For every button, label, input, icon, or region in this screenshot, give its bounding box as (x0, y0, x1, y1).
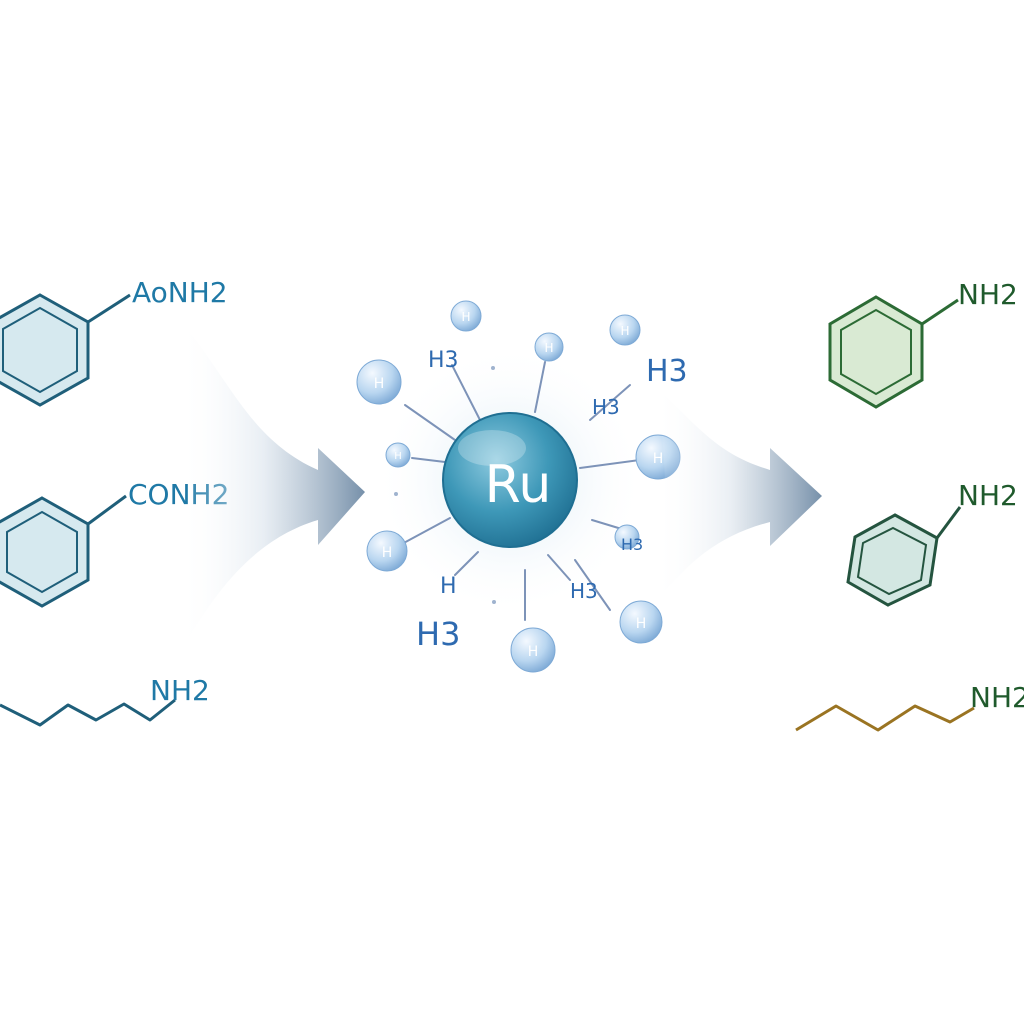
svg-text:H: H (374, 376, 385, 392)
product-2-label: NH2 (958, 479, 1018, 512)
reactant-1-bond (87, 293, 131, 324)
reactant-1: AoNH2 (0, 276, 228, 407)
svg-text:H: H (461, 310, 470, 324)
catalyst-cluster: H H H H H H H H (356, 300, 688, 673)
reactant-2-inner-ring (6, 510, 78, 594)
svg-text:H: H (528, 644, 539, 660)
reaction-arrow-right (655, 385, 822, 600)
product-2: NH2 (846, 479, 1018, 607)
svg-text:H: H (636, 616, 647, 632)
ruthenium-highlight (458, 430, 526, 466)
catalyst-dots (394, 366, 496, 604)
product-3: NH2 (795, 681, 1024, 732)
h-bubble: H (619, 600, 663, 644)
h-bubble: H (534, 332, 564, 362)
reaction-arrow-right-body (655, 385, 822, 600)
h-bubble: H (609, 314, 641, 346)
h-bubble: H (450, 300, 482, 332)
h3-label: H3 (416, 615, 460, 653)
product-1-ring (828, 295, 924, 409)
product-2-bond (935, 506, 962, 539)
svg-text:H: H (382, 545, 393, 561)
ruthenium-sphere (442, 412, 578, 548)
product-1-bond (921, 298, 959, 326)
h-bubble: H (510, 627, 556, 673)
reactant-1-ring (0, 293, 90, 407)
reactant-1-inner-ring (2, 306, 78, 394)
h-bubble (614, 524, 640, 550)
h-bubble: H (356, 359, 402, 405)
h-bubble: H (366, 530, 408, 572)
catalyst-label: Ru (485, 455, 552, 515)
product-2-inner-ring (856, 526, 928, 596)
reaction-arrow-left (180, 320, 365, 650)
product-1: NH2 (828, 278, 1018, 409)
reactant-3-chain (0, 698, 176, 727)
svg-text:H: H (620, 324, 629, 338)
product-group: NH2 NH2 NH2 (795, 278, 1024, 732)
h3-label: H3 (428, 348, 459, 373)
h3-label: H3 (621, 535, 643, 554)
reactant-2-bond (87, 494, 127, 526)
h3-label: H3 (646, 354, 688, 389)
svg-text:H: H (653, 451, 664, 467)
h3-label: H3 (570, 579, 598, 603)
h-bubble: H (385, 442, 411, 468)
svg-text:H: H (544, 341, 553, 355)
catalyst-spokes (399, 361, 641, 621)
product-3-label: NH2 (970, 681, 1024, 714)
reactant-3-label: NH2 (150, 674, 210, 707)
svg-text:H: H (394, 451, 402, 462)
h-label: H (440, 574, 457, 599)
h3-label: H3 (592, 395, 620, 419)
product-3-chain (795, 704, 975, 732)
product-1-inner-ring (840, 308, 912, 396)
product-1-label: NH2 (958, 278, 1018, 311)
reactant-1-label: AoNH2 (132, 276, 228, 309)
reactant-3: NH2 (0, 674, 210, 727)
reaction-arrow-left-body (180, 320, 365, 650)
